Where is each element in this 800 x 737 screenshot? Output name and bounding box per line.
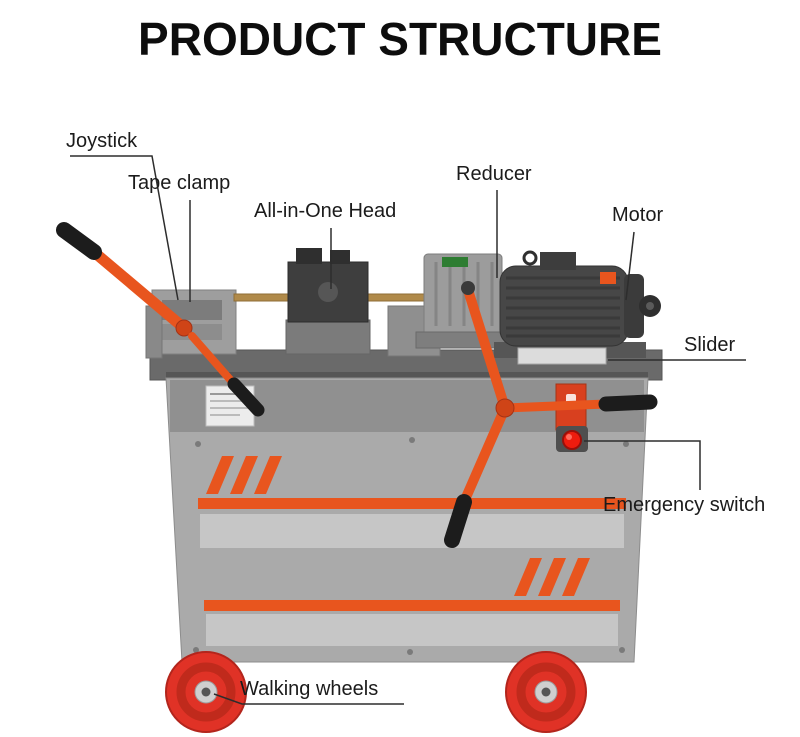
panel-band <box>206 614 618 646</box>
label-reducer: Reducer <box>456 163 532 185</box>
handle-grip-right <box>598 394 658 412</box>
walking-wheel-right <box>505 651 587 733</box>
handle-grip-down <box>444 494 472 548</box>
orange-slashes-left <box>206 456 282 494</box>
panel-band <box>200 514 624 548</box>
leader-emergency-switch <box>584 440 701 490</box>
orange-slashes-right <box>514 558 590 596</box>
leader-joystick <box>70 155 179 301</box>
clamp-handle-grip <box>227 377 265 417</box>
label-emergency-switch: Emergency switch <box>603 494 766 516</box>
label-joystick: Joystick <box>66 130 138 152</box>
walking-wheel-left <box>165 651 247 733</box>
carriage-handle <box>444 281 658 548</box>
page-title: PRODUCT STRUCTURE <box>138 13 662 65</box>
label-slider: Slider <box>684 334 736 356</box>
panel-screws <box>193 437 629 655</box>
motor-unit <box>494 250 661 358</box>
reducer-label-plate <box>442 257 468 267</box>
motor-junction-box <box>540 252 576 270</box>
leader-motor <box>625 231 635 301</box>
motor-eye-bolt <box>522 250 538 266</box>
label-walking-wheels: Walking wheels <box>240 678 379 700</box>
joystick-lever <box>56 222 265 417</box>
label-tape-clamp: Tape clamp <box>128 172 231 194</box>
leader-walking-wheels <box>213 693 404 705</box>
label-all-in-one-head: All-in-One Head <box>254 200 397 222</box>
emergency-switch-button <box>556 426 588 452</box>
motor-sticker <box>600 272 616 284</box>
joystick-grip <box>56 222 102 260</box>
motor-end-cap <box>624 274 644 338</box>
all-in-one-head <box>285 248 371 355</box>
slider-block <box>517 347 607 365</box>
label-motor: Motor <box>612 204 664 226</box>
orange-stripe <box>204 600 620 611</box>
orange-stripe <box>198 498 626 509</box>
